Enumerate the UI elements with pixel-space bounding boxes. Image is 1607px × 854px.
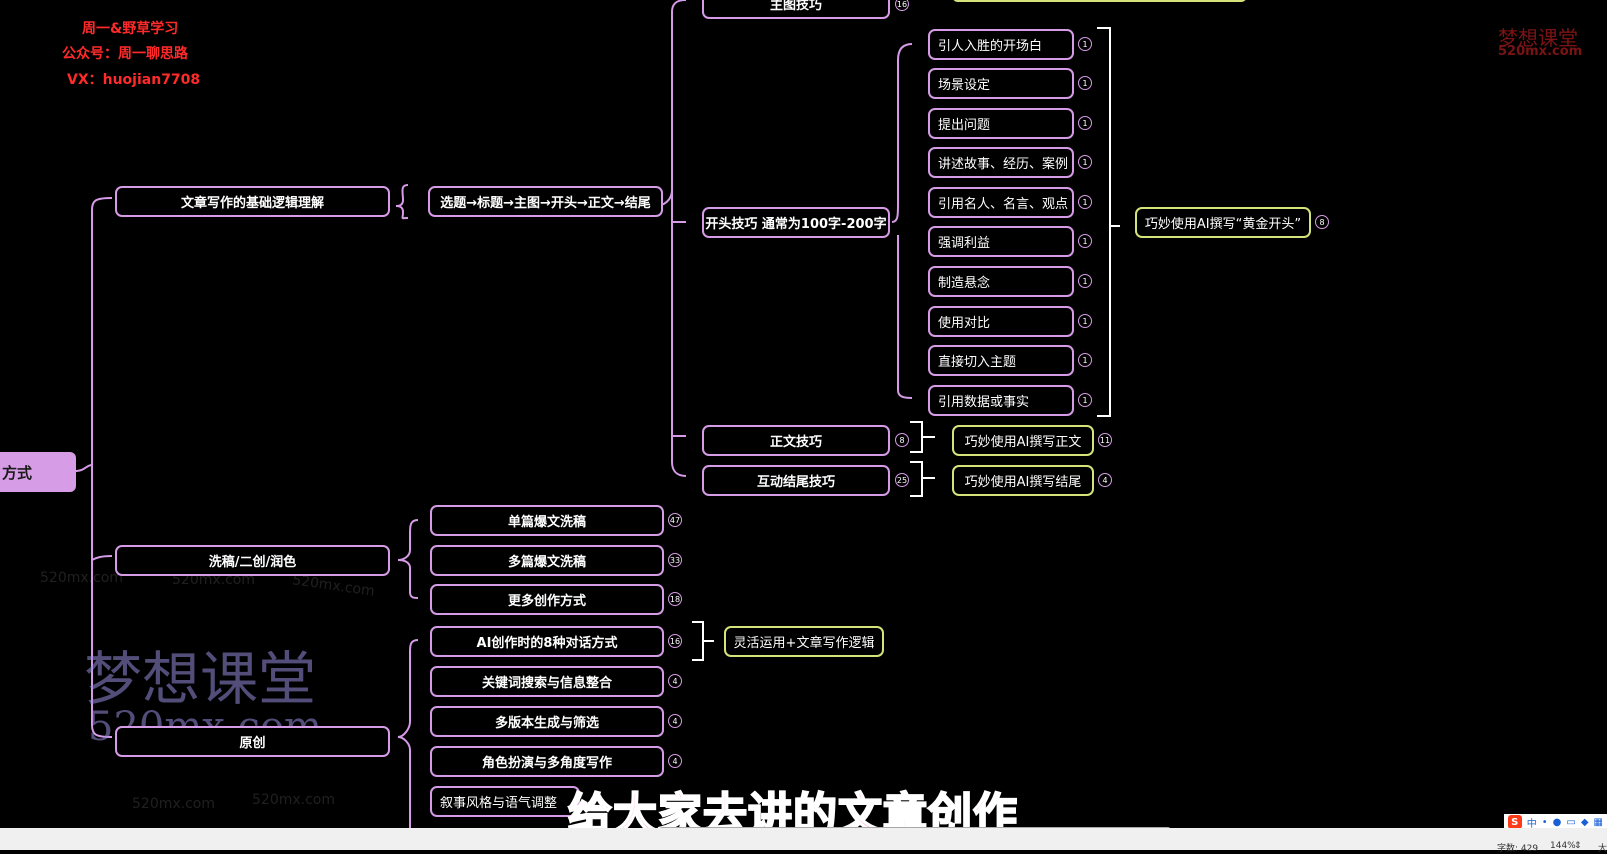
original-item[interactable]: 多版本生成与筛选	[430, 706, 664, 737]
count-badge-main-image[interactable]: 16	[895, 0, 909, 11]
rewrite-item[interactable]: 单篇爆文洗稿	[430, 505, 664, 536]
status-bar: 字数: 429 144% ⇕ 大	[0, 828, 1607, 854]
opening-item[interactable]: 使用对比	[928, 306, 1074, 337]
count-badge-original-item[interactable]: 4	[668, 674, 682, 688]
count-badge-opening-item[interactable]: 1	[1078, 116, 1092, 130]
watermark-top-url: 520mx.com	[1498, 44, 1583, 59]
status-right-text: 大	[1598, 844, 1607, 854]
opening-item[interactable]: 强调利益	[928, 226, 1074, 257]
count-badge-opening-ai[interactable]: 8	[1315, 215, 1329, 229]
count-badge-opening-item[interactable]: 1	[1078, 314, 1092, 328]
opening-item[interactable]: 场景设定	[928, 68, 1074, 99]
count-badge-opening-item[interactable]: 1	[1078, 274, 1092, 288]
node-original[interactable]: 原创	[115, 726, 390, 757]
count-badge-original-item[interactable]: 16	[668, 634, 682, 648]
opening-item[interactable]: 讲述故事、经历、案例	[928, 147, 1074, 178]
count-badge-opening-item[interactable]: 1	[1078, 353, 1092, 367]
node-opening[interactable]: 开头技巧 通常为100字-200字	[702, 207, 890, 238]
ime-toolbar[interactable]: S 中 • ● ▭ ◆ ▦	[1503, 814, 1607, 830]
count-badge-opening-item[interactable]: 1	[1078, 155, 1092, 169]
original-item[interactable]: 角色扮演与多角度写作	[430, 746, 664, 777]
video-subtitle: 给大家去讲的文章创作	[567, 788, 1018, 828]
node-body[interactable]: 正文技巧	[702, 425, 890, 456]
node-ending[interactable]: 互动结尾技巧	[702, 465, 890, 496]
node-basic-logic[interactable]: 文章写作的基础逻辑理解	[115, 186, 390, 217]
node-writing-flow[interactable]: 选题→标题→主图→开头→正文→结尾	[428, 186, 663, 217]
original-item[interactable]: 叙事风格与语气调整	[430, 786, 580, 817]
ime-settings-icon[interactable]: ▦	[1593, 816, 1603, 828]
opening-item[interactable]: 制造悬念	[928, 266, 1074, 297]
node-ending-ai[interactable]: 巧妙使用AI撰写结尾	[952, 465, 1094, 496]
sogou-ime-icon[interactable]: S	[1507, 815, 1522, 829]
count-badge-opening-item[interactable]: 1	[1078, 37, 1092, 51]
credit-line-2: 公众号：周一聊思路	[62, 46, 188, 62]
count-badge-body-ai[interactable]: 11	[1098, 433, 1112, 447]
count-badge-body[interactable]: 8	[895, 433, 909, 447]
watermark-small: 520mx.com	[252, 792, 335, 808]
opening-item[interactable]: 引人入胜的开场白	[928, 29, 1074, 60]
credit-line-1: 周一&野草学习	[82, 21, 179, 37]
node-main-image-child[interactable]	[952, 0, 1247, 2]
word-count: 字数: 429	[1497, 844, 1539, 854]
ime-skin-icon[interactable]: ◆	[1580, 816, 1589, 828]
opening-item[interactable]: 引用数据或事实	[928, 385, 1074, 416]
original-item[interactable]: AI创作时的8种对话方式	[430, 626, 664, 657]
node-main-image[interactable]: 主图技巧	[702, 0, 890, 19]
credit-line-3: VX：huojian7708	[67, 72, 201, 88]
mindmap-canvas[interactable]: 周一&野草学习 公众号：周一聊思路 VX：huojian7708 梦想课堂 52…	[0, 0, 1607, 828]
watermark-top-cn: 梦想课堂	[1498, 26, 1578, 50]
count-badge-ending[interactable]: 25	[895, 473, 909, 487]
count-badge-opening-item[interactable]: 1	[1078, 76, 1092, 90]
count-badge-original-item[interactable]: 4	[668, 754, 682, 768]
root-node[interactable]: 方式	[0, 452, 76, 492]
rewrite-item[interactable]: 更多创作方式	[430, 584, 664, 615]
count-badge-rewrite-item[interactable]: 18	[668, 592, 682, 606]
count-badge-opening-item[interactable]: 1	[1078, 393, 1092, 407]
node-opening-ai[interactable]: 巧妙使用AI撰写“黄金开头”	[1135, 207, 1311, 238]
count-badge-opening-item[interactable]: 1	[1078, 234, 1092, 248]
count-badge-rewrite-item[interactable]: 33	[668, 553, 682, 567]
watermark-small: 520mx.com	[40, 570, 123, 586]
opening-item[interactable]: 直接切入主题	[928, 345, 1074, 376]
node-rewrite[interactable]: 洗稿/二创/润色	[115, 545, 390, 576]
opening-item[interactable]: 引用名人、名言、观点	[928, 187, 1074, 218]
watermark-small: 520mx.com	[132, 796, 215, 812]
ime-microphone-icon[interactable]: ●	[1552, 816, 1562, 828]
count-badge-ending-ai[interactable]: 4	[1098, 473, 1112, 487]
node-dialog-ai[interactable]: 灵活运用+文章写作逻辑	[724, 626, 884, 657]
node-body-ai[interactable]: 巧妙使用AI撰写正文	[952, 425, 1094, 456]
watermark-big-cn: 梦想课堂	[84, 645, 317, 713]
ime-language-toggle[interactable]: 中	[1526, 818, 1537, 830]
rewrite-item[interactable]: 多篇爆文洗稿	[430, 545, 664, 576]
opening-item[interactable]: 提出问题	[928, 108, 1074, 139]
ime-keyboard-icon[interactable]: ▭	[1566, 816, 1576, 828]
count-badge-opening-item[interactable]: 1	[1078, 195, 1092, 209]
count-badge-original-item[interactable]: 4	[668, 714, 682, 728]
ime-punctuation-icon[interactable]: •	[1541, 816, 1548, 828]
zoom-level[interactable]: 144%	[1550, 841, 1576, 851]
zoom-stepper-icon[interactable]: ⇕	[1574, 841, 1582, 851]
original-item[interactable]: 关键词搜索与信息整合	[430, 666, 664, 697]
count-badge-rewrite-item[interactable]: 47	[668, 513, 682, 527]
watermark-small: 520mx.com	[172, 572, 255, 588]
